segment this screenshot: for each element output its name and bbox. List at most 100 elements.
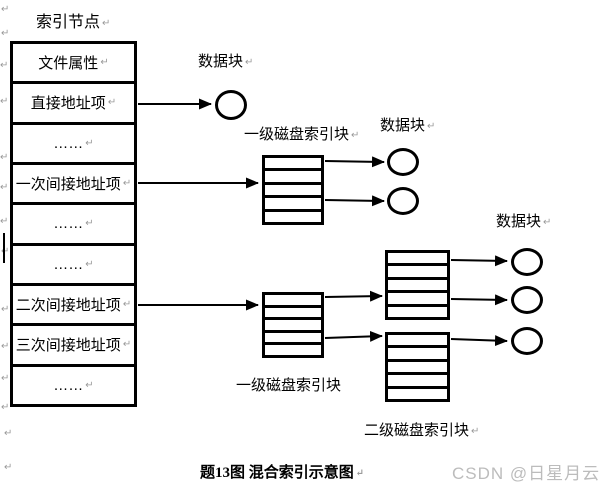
- inode-row-double-indirect: 二次间接地址项↵: [13, 286, 134, 327]
- data-block-label-2: 数据块↵: [380, 114, 435, 135]
- index-block-cell: [388, 293, 447, 307]
- inode-row-ellipsis-4: ……↵: [13, 367, 134, 404]
- arrow-l2upper-to-datablock-1: [450, 255, 508, 267]
- index-block-cell: [388, 362, 447, 376]
- data-block-circle-6: [511, 327, 543, 355]
- pilcrow-mark: ↵: [0, 96, 9, 107]
- index-block-cell: [265, 333, 321, 346]
- inode-row-ellipsis-2: ……↵: [13, 205, 134, 246]
- inode-row-label: ……: [53, 215, 84, 233]
- inode-row-label: 文件属性: [38, 55, 99, 73]
- pilcrow-mark: ↵: [122, 178, 132, 190]
- index-block-cell: [388, 307, 447, 317]
- pilcrow-mark: ↵: [0, 216, 9, 227]
- level1-index-block-lower: [262, 292, 324, 358]
- index-block-cell: [265, 198, 321, 212]
- inode-row-label: 一次间接地址项: [15, 176, 121, 194]
- inode-row-triple-indirect: 三次间接地址项↵: [13, 326, 134, 367]
- pilcrow-mark: ↵: [85, 258, 94, 270]
- data-block-circle-5: [511, 286, 543, 314]
- pilcrow-mark: ↵: [0, 152, 9, 163]
- inode-row-file-attributes: 文件属性↵: [13, 44, 134, 85]
- pilcrow-mark: ↵: [85, 379, 94, 391]
- pilcrow-mark: ↵: [471, 426, 480, 437]
- inode-title: 索引节点↵: [36, 8, 110, 32]
- text-cursor-artifact: [3, 233, 5, 263]
- index-block-cell: [388, 280, 447, 294]
- arrow-l2upper-to-datablock-2: [450, 294, 508, 306]
- inode-row-label: 三次间接地址项: [15, 337, 121, 355]
- pilcrow-mark: ↵: [122, 339, 132, 351]
- pilcrow-mark: ↵: [355, 468, 365, 479]
- pilcrow-mark: ↵: [122, 299, 132, 311]
- index-block-cell: [265, 171, 321, 185]
- pilcrow-mark: ↵: [0, 182, 9, 193]
- pilcrow-mark: ↵: [102, 18, 111, 29]
- level2-index-block-lower: [385, 332, 450, 402]
- pilcrow-mark: ↵: [4, 428, 13, 439]
- data-block-label-1: 数据块↵: [198, 50, 253, 71]
- arrow-l1upper-to-datablock-2: [324, 195, 385, 207]
- inode-table: 文件属性↵ 直接地址项↵ ……↵ 一次间接地址项↵ ……↵ ……↵ 二次间接地址…: [10, 41, 137, 407]
- inode-row-direct-address: 直接地址项↵: [13, 84, 134, 125]
- inode-row-label: ……: [53, 376, 84, 394]
- pilcrow-mark: ↵: [1, 402, 10, 413]
- label-text: 二级磁盘索引块: [364, 422, 470, 439]
- level1-index-label-upper: 一级磁盘索引块↵: [244, 123, 359, 144]
- level2-index-block-upper: [385, 250, 450, 320]
- label-text: 数据块: [380, 117, 426, 134]
- pilcrow-mark: ↵: [245, 57, 254, 68]
- index-block-cell: [388, 335, 447, 349]
- pilcrow-mark: ↵: [543, 217, 552, 228]
- data-block-circle-1: [215, 90, 247, 120]
- level1-index-label-lower: 一级磁盘索引块: [236, 374, 341, 395]
- pilcrow-mark: ↵: [100, 57, 109, 69]
- index-block-cell: [265, 295, 321, 308]
- arrow-l2lower-to-datablock: [450, 335, 508, 347]
- data-block-circle-2: [387, 148, 419, 176]
- pilcrow-mark: ↵: [427, 121, 436, 132]
- index-block-cell: [265, 212, 321, 222]
- inode-row-label: ……: [53, 255, 84, 273]
- arrow-l1lower-to-l2block-upper: [324, 290, 383, 302]
- label-text: 数据块: [496, 213, 542, 230]
- pilcrow-mark: ↵: [85, 137, 94, 149]
- pilcrow-mark: ↵: [1, 341, 10, 352]
- index-block-cell: [265, 320, 321, 333]
- index-block-cell: [265, 345, 321, 355]
- index-block-cell: [265, 185, 321, 199]
- inode-row-label: 二次间接地址项: [15, 297, 121, 315]
- data-block-circle-3: [387, 187, 419, 215]
- index-block-cell: [388, 348, 447, 362]
- data-block-label-3: 数据块↵: [496, 210, 551, 231]
- index-block-cell: [388, 266, 447, 280]
- data-block-circle-4: [511, 248, 543, 276]
- pilcrow-mark: ↵: [107, 97, 117, 109]
- inode-row-ellipsis-1: ……↵: [13, 125, 134, 165]
- label-text: 一级磁盘索引块: [236, 377, 342, 394]
- pilcrow-mark: ↵: [4, 462, 13, 473]
- watermark-text: CSDN @日星月云: [452, 464, 601, 483]
- level1-index-block-upper: [262, 155, 324, 225]
- csdn-watermark: CSDN @日星月云: [452, 459, 600, 484]
- inode-row-ellipsis-3: ……↵: [13, 246, 134, 286]
- index-block-cell: [388, 375, 447, 389]
- index-block-cell: [265, 158, 321, 172]
- inode-title-text: 索引节点: [36, 14, 101, 31]
- pilcrow-mark: ↵: [1, 4, 10, 15]
- pilcrow-mark: ↵: [1, 246, 10, 257]
- pilcrow-mark: ↵: [85, 218, 94, 230]
- label-text: 一级磁盘索引块: [244, 126, 350, 143]
- pilcrow-mark: ↵: [1, 304, 10, 315]
- arrow-l1upper-to-datablock-1: [324, 156, 385, 168]
- pilcrow-mark: ↵: [351, 130, 360, 141]
- caption-text: 题13图 混合索引示意图: [200, 465, 354, 481]
- pilcrow-mark: ↵: [1, 28, 10, 39]
- pilcrow-mark: ↵: [0, 60, 9, 71]
- pilcrow-mark: ↵: [1, 373, 10, 384]
- inode-row-single-indirect: 一次间接地址项↵: [13, 165, 134, 206]
- index-block-cell: [388, 389, 447, 399]
- level2-index-label: 二级磁盘索引块↵: [364, 419, 479, 440]
